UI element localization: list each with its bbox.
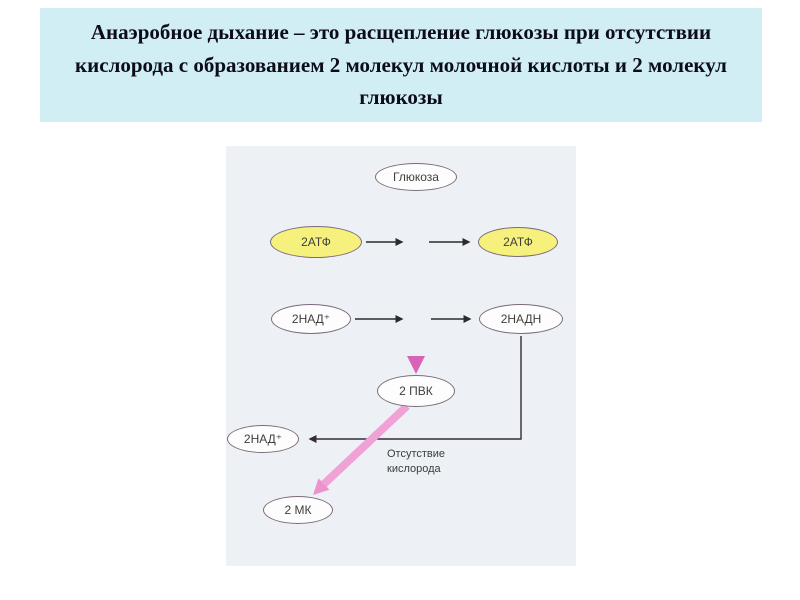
arrow-pvk-to-mk — [313, 403, 410, 495]
diagram-arrows — [308, 193, 522, 495]
node-glucose: Глюкоза — [375, 163, 457, 191]
node-atp-right: 2АТФ — [478, 227, 558, 257]
node-atp-left: 2АТФ — [270, 226, 362, 258]
annotation-no-oxygen: Отсутствие кислорода — [387, 448, 446, 475]
node-nadh-right: 2НАДН — [479, 304, 563, 334]
node-nad-recycled: 2НАД⁺ — [227, 425, 299, 453]
pathway-diagram: Глюкоза 2АТФ 2АТФ 2НАД⁺ 2НАДН 2 ПВК 2НАД… — [226, 146, 576, 566]
node-lactic-acid: 2 МК — [263, 496, 333, 524]
line-nadh-to-nad-recycle — [308, 336, 522, 443]
title-banner: Анаэробное дыхание – это расщепление глю… — [40, 8, 762, 122]
node-pvk: 2 ПВК — [377, 375, 455, 407]
arrow-glucose-to-pvk — [407, 193, 425, 374]
node-nad-left: 2НАД⁺ — [271, 304, 351, 334]
slide-title: Анаэробное дыхание – это расщепление глю… — [75, 20, 727, 110]
